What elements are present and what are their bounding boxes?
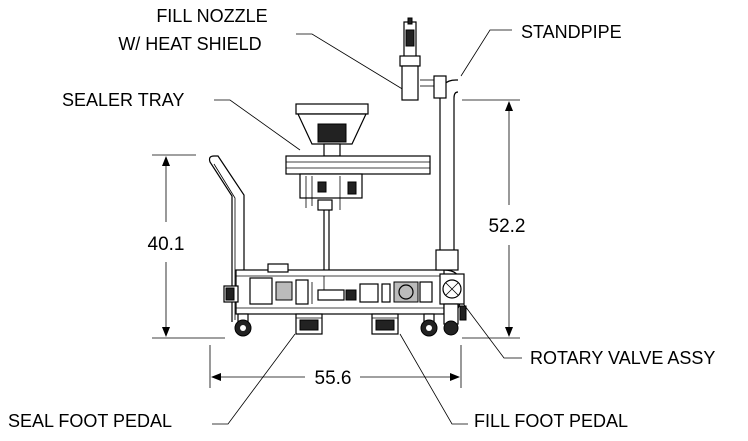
dimension-width-cart: 55.6 <box>209 345 462 389</box>
caster-left <box>234 313 252 337</box>
rotary-valve-leader <box>461 301 522 359</box>
fill-nozzle-label-line2: W/ HEAT SHIELD <box>118 34 261 54</box>
seal-foot-pedal <box>295 313 323 335</box>
standpipe-leader <box>460 29 512 77</box>
fill-foot-pedal <box>371 313 399 335</box>
fill-nozzle-leader <box>296 33 405 91</box>
rotary-valve-label: ROTARY VALVE ASSY <box>530 348 715 368</box>
rotary-valve-assy <box>439 273 467 336</box>
caster-right <box>420 313 438 337</box>
fill-nozzle-label-line1: FILL NOZZLE <box>156 6 267 26</box>
dimension-height-cart: 40.1 <box>148 154 225 339</box>
sealer-tray-label: SEALER TRAY <box>62 90 184 110</box>
center-column <box>323 208 330 270</box>
sealer-tray-leader <box>214 99 301 151</box>
width-cart-value: 55.6 <box>315 368 352 389</box>
height-cart-value: 40.1 <box>148 234 185 255</box>
sealer-tray <box>285 103 431 211</box>
height-standpipe-value: 52.2 <box>489 216 526 237</box>
standpipe <box>433 75 459 271</box>
base-components <box>249 263 433 305</box>
fill-foot-pedal-leader <box>399 333 468 425</box>
fill-nozzle <box>399 17 434 101</box>
dimension-height-standpipe: 52.2 <box>462 99 526 339</box>
seal-foot-pedal-leader <box>212 333 296 425</box>
standpipe-label: STANDPIPE <box>521 22 622 42</box>
cart-handle <box>208 155 245 322</box>
seal-foot-pedal-label: SEAL FOOT PEDAL <box>8 411 172 431</box>
fill-foot-pedal-label: FILL FOOT PEDAL <box>474 411 628 431</box>
